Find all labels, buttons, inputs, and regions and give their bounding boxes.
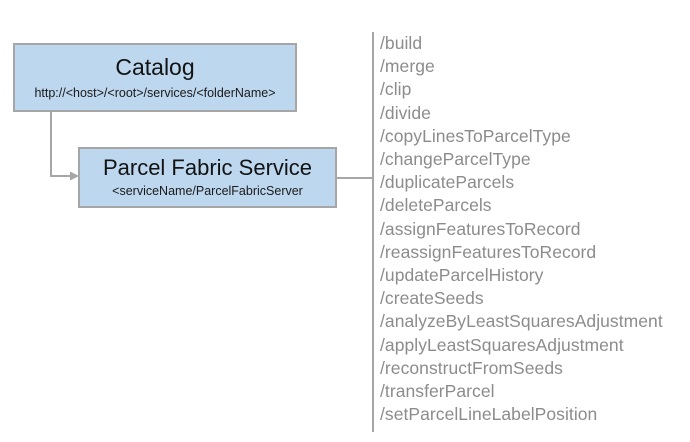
- operation-item[interactable]: /deleteParcels: [380, 195, 492, 216]
- operation-item[interactable]: /applyLeastSquaresAdjustment: [380, 334, 624, 355]
- operation-item[interactable]: /reassignFeaturesToRecord: [380, 241, 597, 262]
- operation-item[interactable]: /createSeeds: [380, 288, 484, 309]
- node-parcel-fabric-service-title: Parcel Fabric Service: [102, 155, 313, 181]
- operation-item[interactable]: /divide: [380, 102, 431, 123]
- operation-item[interactable]: /changeParcelType: [380, 149, 531, 170]
- operation-item[interactable]: /merge: [380, 56, 435, 77]
- operation-item[interactable]: /analyzeByLeastSquaresAdjustment: [380, 311, 663, 332]
- node-catalog-subtitle: http://<host>/<root>/services/<folderNam…: [34, 86, 276, 101]
- operation-item[interactable]: /updateParcelHistory: [380, 265, 544, 286]
- operation-item[interactable]: /assignFeaturesToRecord: [380, 218, 581, 239]
- operation-item[interactable]: /reconstructFromSeeds: [380, 357, 563, 378]
- operation-item[interactable]: /setParcelLineLabelPosition: [380, 404, 598, 425]
- node-parcel-fabric-service[interactable]: Parcel Fabric Service <serviceName/Parce…: [78, 147, 337, 208]
- operation-item[interactable]: /clip: [380, 79, 412, 100]
- operation-item[interactable]: /build: [380, 33, 423, 53]
- node-catalog-title: Catalog: [115, 53, 195, 80]
- operation-item[interactable]: /copyLinesToParcelType: [380, 125, 571, 146]
- node-catalog[interactable]: Catalog http://<host>/<root>/services/<f…: [13, 43, 297, 112]
- operations-list: /build/merge/clip/divide/copyLinesToParc…: [380, 32, 680, 426]
- connector-catalog-to-parcel-fabric-service: [50, 112, 70, 177]
- node-parcel-fabric-service-subtitle: <serviceName/ParcelFabricServer: [112, 184, 303, 199]
- operation-item[interactable]: /transferParcel: [380, 381, 495, 402]
- operation-item[interactable]: /duplicateParcels: [380, 172, 515, 193]
